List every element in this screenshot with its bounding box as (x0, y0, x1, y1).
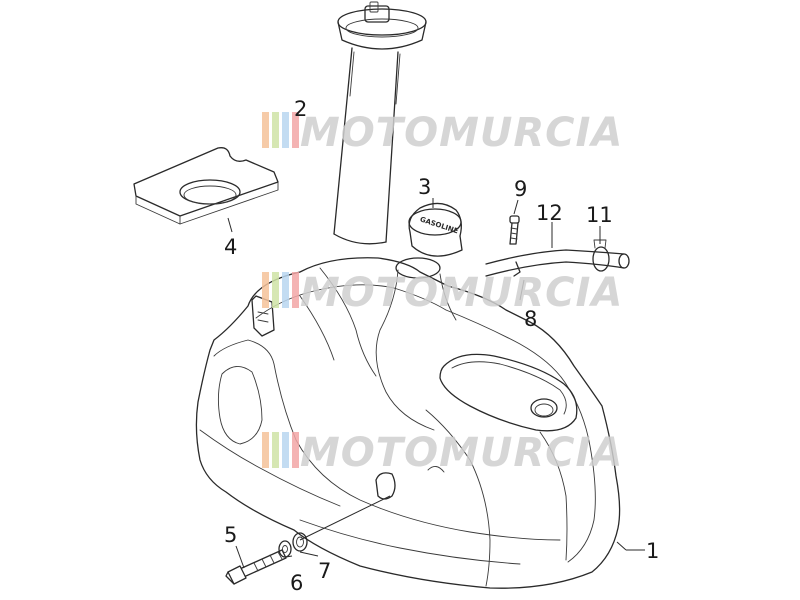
callouts: 1 2 3 4 5 6 7 8 9 11 12 (224, 97, 659, 595)
watermark-text: MOTOMURCIA (300, 270, 623, 316)
watermark-stripe (282, 112, 289, 148)
callout-9: 9 (514, 177, 527, 201)
watermark-text: MOTOMURCIA (300, 110, 623, 156)
watermark-stripe (282, 272, 289, 308)
callout-1: 1 (646, 539, 659, 563)
part-9-screw (509, 215, 520, 245)
callout-5: 5 (224, 523, 237, 547)
watermark-text: MOTOMURCIA (300, 430, 623, 476)
part-2-fuel-pump (333, 1, 427, 245)
watermark-stripe (262, 272, 269, 308)
part-6-washer (278, 540, 292, 558)
callout-7: 7 (318, 559, 331, 583)
watermark-bottom: MOTOMURCIA (262, 430, 623, 476)
callout-4: 4 (224, 235, 237, 259)
part-11-clamp (592, 239, 610, 272)
watermark-middle: MOTOMURCIA (262, 270, 623, 316)
callout-6: 6 (290, 571, 303, 595)
watermark-stripe (272, 112, 279, 148)
callout-2: 2 (294, 97, 307, 121)
watermark-top: MOTOMURCIA (262, 110, 623, 156)
callout-11: 11 (586, 203, 613, 227)
part-8-clip (513, 261, 521, 277)
watermark-stripe (292, 272, 299, 308)
watermark-stripe (292, 432, 299, 468)
part-4-pad (133, 147, 279, 225)
watermark-stripe (262, 432, 269, 468)
watermark-stripe (292, 112, 299, 148)
watermark-stripe (262, 112, 269, 148)
watermark-stripe (272, 272, 279, 308)
part-1-fuel-tank (195, 257, 621, 589)
watermark-stripe (282, 432, 289, 468)
part-7-gasket (292, 532, 308, 552)
callout-3: 3 (418, 175, 431, 199)
part-3-fuel-cap: GASOLINE (408, 202, 463, 257)
part-5-bolt (225, 549, 287, 585)
fuel-cap-label: GASOLINE (419, 215, 460, 235)
callout-8: 8 (524, 307, 537, 331)
part-12-hose (485, 249, 630, 277)
leader-lines (227, 198, 645, 569)
callout-12: 12 (536, 201, 563, 225)
watermark-stripe (272, 432, 279, 468)
